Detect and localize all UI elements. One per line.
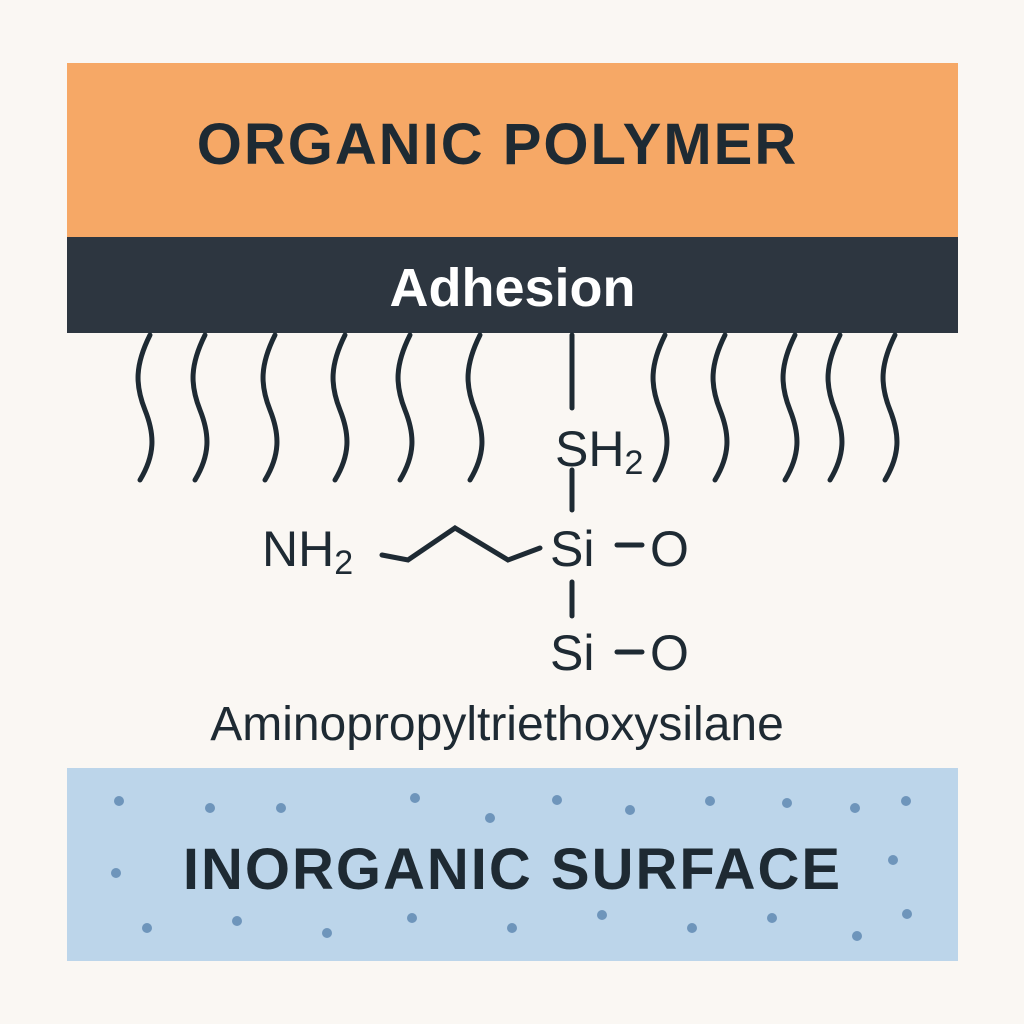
- oxygen-atom-2: O: [650, 625, 689, 681]
- surface-dot: [625, 805, 635, 815]
- surface-dot: [597, 910, 607, 920]
- surface-dot: [687, 923, 697, 933]
- surface-dot: [322, 928, 332, 938]
- surface-dot: [852, 931, 862, 941]
- compound-name: Aminopropyltriethoxysilane: [210, 698, 784, 751]
- surface-dot: [507, 923, 517, 933]
- polymer-chain: [650, 332, 670, 483]
- nh2-symbol: NH: [262, 521, 335, 577]
- silicon-atom-2: Si: [550, 625, 595, 681]
- nh2-group: NH2: [262, 524, 353, 580]
- organic-polymer-layer: ORGANIC POLYMER: [67, 63, 958, 237]
- surface-dot: [407, 913, 417, 923]
- polymer-chain: [260, 332, 280, 483]
- surface-dot: [205, 803, 215, 813]
- surface-dot: [276, 803, 286, 813]
- surface-dot: [888, 855, 898, 865]
- surface-dot: [410, 793, 420, 803]
- inorganic-surface-label: INORGANIC SURFACE: [182, 837, 843, 902]
- oxygen-atom-1: O: [650, 521, 689, 577]
- surface-dot: [114, 796, 124, 806]
- nh2-subscript: 2: [334, 544, 354, 582]
- surface-dot: [232, 916, 242, 926]
- surface-dot: [901, 796, 911, 806]
- polymer-chain: [780, 332, 800, 483]
- surface-dot: [142, 923, 152, 933]
- surface-dot: [552, 795, 562, 805]
- polymer-chain: [465, 332, 485, 483]
- surface-dot: [902, 909, 912, 919]
- polymer-chain: [880, 332, 900, 483]
- inorganic-surface-layer: INORGANIC SURFACE: [67, 768, 958, 961]
- surface-dot: [111, 868, 121, 878]
- silicon-atom-1: Si: [550, 521, 595, 577]
- sh2-subscript: 2: [624, 444, 644, 482]
- adhesion-layer: Adhesion: [67, 237, 958, 333]
- propyl-chain: [379, 525, 543, 563]
- polymer-chain: [190, 332, 210, 483]
- polymer-chain: [330, 332, 350, 483]
- polymer-chain: [825, 332, 845, 483]
- surface-dot: [705, 796, 715, 806]
- polymer-chain: [710, 332, 730, 483]
- surface-dot: [850, 803, 860, 813]
- surface-dot: [767, 913, 777, 923]
- polymer-chain: [135, 332, 155, 483]
- surface-texture: [111, 793, 912, 941]
- surface-dot: [485, 813, 495, 823]
- sh2-group: SH2: [555, 424, 643, 480]
- surface-dot: [782, 798, 792, 808]
- sh2-symbol: SH: [555, 421, 625, 477]
- organic-polymer-label: ORGANIC POLYMER: [196, 112, 799, 177]
- polymer-chain: [395, 332, 415, 483]
- adhesion-label: Adhesion: [389, 258, 636, 318]
